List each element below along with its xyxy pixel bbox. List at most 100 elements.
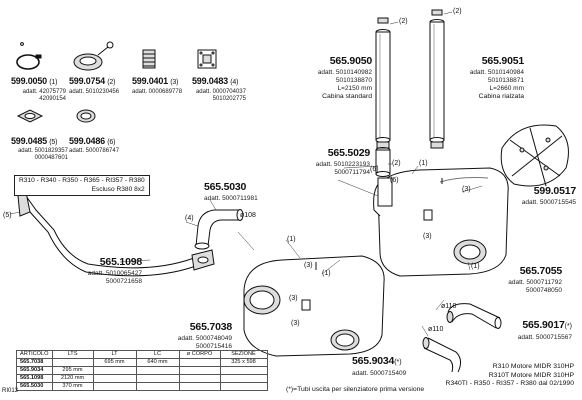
model-applicability-box: R310 - R340 - R350 - R365 - RI357 - R380…: [14, 175, 150, 196]
heat-shield: [500, 124, 569, 187]
part-565-5029-label: 565.5029 adatt. 5010223193 5000711794: [315, 147, 370, 176]
vertical-pipe-raised: [429, 19, 445, 149]
table-cell: 565.7038: [16, 358, 53, 367]
table-cell: [51, 358, 94, 367]
table-row: 565.5030 370 mm: [16, 382, 268, 391]
part-565-9050-label: 565.9050 adatt. 5010140982 5010138870 L=…: [317, 55, 372, 100]
callout-3-b: (3): [423, 233, 432, 240]
ring-gasket-icon: [76, 109, 96, 123]
part-565-1098-label: 565.1098 adatt. 5010065427 5000721658: [87, 256, 142, 285]
part-565-7038-label: 565.7038 adatt. 5000748049 5000715416: [177, 321, 232, 350]
diameter-108: ø108: [240, 212, 256, 219]
part-599-0050-code: 599.0050 (1): [11, 76, 58, 87]
callout-3-a: (3): [462, 186, 471, 193]
table-header: LC: [135, 350, 180, 359]
elbow-pipe: [194, 209, 244, 250]
table-cell: 2120 mm: [51, 374, 94, 383]
table-cell: 565.9034: [16, 366, 53, 375]
part-599-0483-code: 599.0483 (4): [192, 76, 239, 87]
table-cell: [178, 358, 221, 367]
spring-icon: [142, 49, 156, 69]
table-cell: 565.1098: [16, 374, 53, 383]
diameter-110-a: ø110: [441, 303, 457, 310]
table-cell: [178, 366, 221, 375]
callout-1-a: (1): [419, 160, 428, 167]
table-cell: [92, 382, 137, 391]
engine-notes: R310 Motore MIDR 310HP R310T Motore MIDR…: [420, 363, 574, 389]
callout-1-d: (1): [322, 270, 331, 277]
part-599-0754-refs: adatt. 5010230456: [69, 89, 120, 95]
table-header: ARTICOLO: [16, 350, 53, 359]
table-cell: [219, 366, 268, 375]
connector-pipe: [375, 147, 391, 177]
callout-1-c: (1): [287, 236, 296, 243]
table-cell: [135, 366, 180, 375]
engine-note: R310T Motore MIDR 310HP: [488, 371, 574, 379]
table-cell: [219, 382, 268, 391]
dimension-table: ARTICOLO LTS LT LC ø CORPO SEZIONE 565.7…: [16, 350, 268, 391]
clamp-icon: [16, 42, 42, 70]
engine-note: R310 Motore MIDR 310HP: [492, 363, 574, 370]
table-row: 565.1098 2120 mm: [16, 374, 268, 383]
part-599-0485-code: 599.0485 (5): [11, 136, 58, 147]
footnote: (*)=Tubi uscita per silenziatore prima v…: [286, 386, 425, 393]
callout-1-b: (1): [471, 263, 480, 270]
callout-2-b: (2): [453, 8, 462, 15]
callout-6-a: (6): [390, 177, 399, 184]
part-565-7055-label: 565.7055 adatt. 5000711792 5000748050: [508, 265, 562, 294]
bent-pipe-long: [17, 191, 205, 277]
muffler-lower: [243, 255, 385, 357]
table-cell: [178, 374, 221, 383]
table-header: ø CORPO: [178, 350, 221, 359]
table-cell: 565.5030: [16, 382, 53, 391]
flange-gasket-icon: [73, 41, 114, 71]
table-cell: [135, 382, 180, 391]
table-cell: [219, 374, 268, 383]
table-cell: 370 mm: [51, 382, 94, 391]
table-cell: [178, 382, 221, 391]
part-599-0401-code: 599.0401 (3): [132, 76, 179, 87]
callout-3-c: (3): [304, 262, 313, 269]
part-565-9034-label: 565.9034(*) adatt. 5000715409: [352, 355, 407, 377]
table-cell: 295 mm: [51, 366, 94, 375]
callout-6-b: (6): [370, 166, 379, 173]
callout-3-e: (3): [291, 320, 300, 327]
vertical-pipe-standard: [375, 29, 391, 149]
table-cell: 695 mm: [92, 358, 137, 367]
part-599-0401-refs: adatt. 0000689778: [132, 89, 183, 95]
part-599-0486-code: 599.0486 (6): [69, 136, 116, 147]
table-row: 565.7038 695 mm 640 mm 325 x 598: [16, 358, 268, 367]
part-565-9051-label: 565.9051 adatt. 5010140984 5010138871 L=…: [469, 55, 524, 100]
oval-gasket-icon: [16, 109, 44, 123]
part-599-0517-label: 599.0517 adatt. 5000715545: [521, 185, 576, 206]
table-header: SEZIONE: [219, 350, 268, 359]
table-cell: 325 x 598: [219, 358, 268, 367]
part-565-9017-label: 565.9017(*) adatt. 5000715567: [517, 319, 572, 341]
table-header-row: ARTICOLO LTS LT LC ø CORPO SEZIONE: [16, 350, 268, 359]
part-599-0486-refs: adatt. 5000786747: [69, 148, 120, 154]
table-cell: 640 mm: [135, 358, 180, 367]
diameter-110-b: ø110: [428, 326, 444, 333]
callout-2-c: (2): [392, 160, 401, 167]
square-gasket-icon: [197, 49, 217, 69]
callout-3-d: (3): [289, 295, 298, 302]
tail-pipe-lower: [422, 337, 462, 373]
muffler-upper: [373, 167, 509, 277]
callout-5: (5): [3, 212, 12, 219]
table-header: LTS: [51, 350, 94, 359]
table-cell: [135, 374, 180, 383]
part-599-0754-code: 599.0754 (2): [69, 76, 116, 87]
callout-2-a: (2): [399, 18, 408, 25]
table-header: LT: [92, 350, 137, 359]
callout-4: (4): [185, 215, 194, 222]
tail-pipe-upper: [446, 303, 502, 329]
page-code: RI013: [2, 388, 19, 394]
engine-note: R340TI - R350 - RI357 - R380 dal 02/1990: [445, 380, 574, 387]
table-cell: [92, 366, 137, 375]
table-cell: [92, 374, 137, 383]
